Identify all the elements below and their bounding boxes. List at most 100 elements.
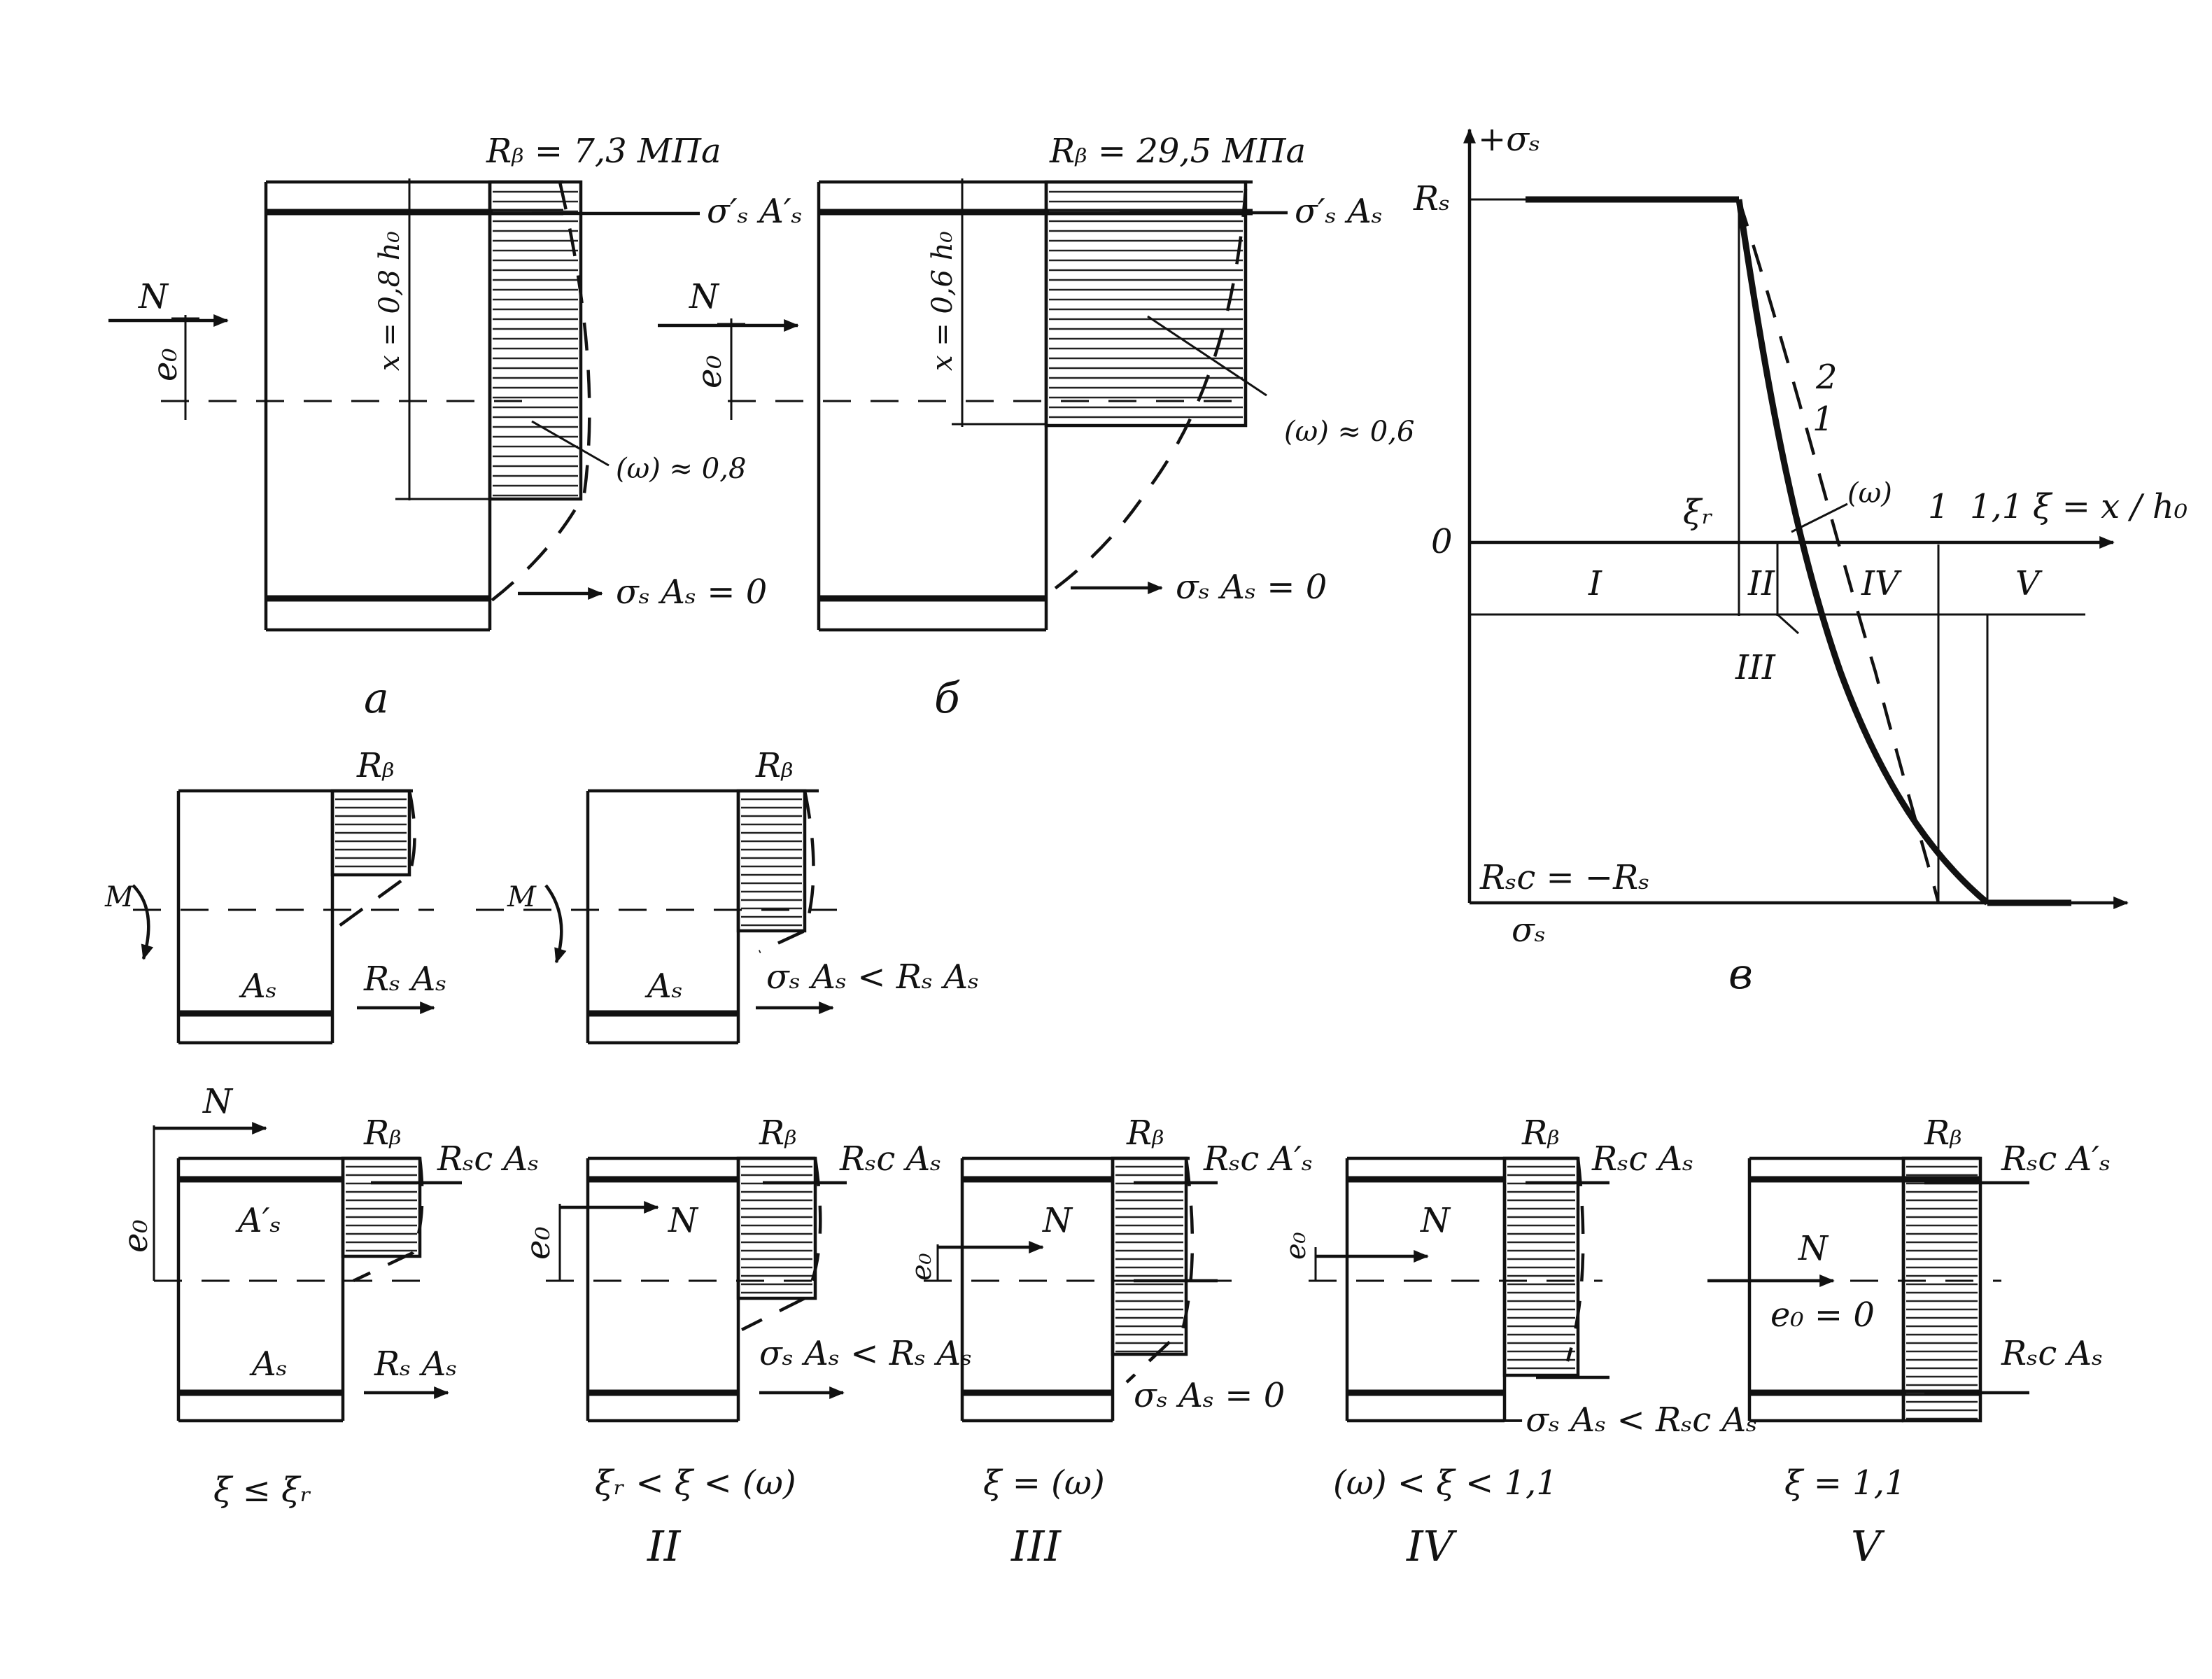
stress-block [493,190,578,497]
bottom-force-label: σₛ Aₛ = 0 [1134,1376,1285,1415]
x-axis-label: ξ = x / h₀ [2033,487,2188,526]
compression-force-label: σ′ₛ A′ₛ [707,192,803,231]
bottom-force-label: −σₛ Aₛ < Rₛc Aₛ [1498,1400,1757,1440]
case-2: N Rᵦ e₀ Rₛc Aₛ σₛ Aₛ < Rₛ Aₛ ξᵣ < ξ < (ω… [519,1114,972,1571]
zone-v-label: V [2015,564,2043,603]
e-label: e₀ [116,1219,155,1253]
zone-iii-label: III [1735,648,1776,687]
bottom-force-label: Rₛc Aₛ [2001,1334,2103,1373]
sigma-s-label: σₛ [1512,911,1546,950]
tension-force-label: σₛ Aₛ = 0 [616,572,767,612]
bending-case-1: M Rᵦ Aₛ Rₛ Aₛ [104,746,446,1045]
condition-label: ξ ≤ ξᵣ [213,1470,311,1510]
as-top-label: A′ₛ [235,1201,281,1240]
n-label: N [138,277,169,316]
force-label: σₛ Aₛ < Rₛ Aₛ [766,957,979,997]
condition-label: (ω) < ξ < 1,1 [1333,1463,1558,1503]
roman-label: V [1851,1522,1885,1571]
n-label: N [689,277,720,316]
n-label: N [1420,1201,1451,1240]
condition-label: ξᵣ < ξ < (ω) [595,1463,796,1503]
n-label: N [1798,1229,1829,1268]
e-label: e₀ [1280,1232,1312,1260]
top-force-label: Rₛc Aₛ [839,1139,941,1179]
as-label: Aₛ [644,967,683,1006]
xi-r-label: ξᵣ [1683,493,1713,532]
eccentricity-dimension [171,315,199,420]
curve-2-label: 2 [1815,358,1838,397]
height-label: x = 0,8 h₀ [374,231,406,371]
height-dimension [952,178,1046,427]
stress-block [741,798,802,927]
m-label: M [104,881,134,913]
as-label: Aₛ [239,967,277,1006]
omega-label: (ω) ≈ 0,6 [1284,416,1414,448]
panel-letter: б [934,674,960,723]
e-label: e₀ [519,1226,558,1260]
omega-label: (ω) ≈ 0,8 [616,453,746,485]
e-label: e₀ [906,1253,938,1281]
strength-label: Rᵦ = 29,5 МПа [1049,132,1306,171]
curve-1 [1735,199,1989,906]
zone-ii-label: II [1747,564,1775,603]
n-label: N [202,1082,234,1121]
case-5: N Rᵦ e₀ = 0 Rₛc A′ₛ Rₛc Aₛ ξ = 1,1 V [1707,1114,2111,1571]
stress-block [1507,1165,1575,1370]
panel-b: Rᵦ = 29,5 МПа σ′ₛ Aₛ N e₀ x = 0,6 h₀ (ω)… [658,132,1414,723]
stress-block [741,1165,812,1294]
omega-label: (ω) [1847,477,1892,510]
rsc-label: Rₛc = −Rₛ [1479,858,1649,897]
roman-label: III [1010,1522,1062,1571]
n-label: N [668,1201,699,1240]
tick-11-label: 1,1 [1970,487,2023,526]
compression-force-label: σ′ₛ Aₛ [1295,192,1383,231]
tension-force-label: σₛ Aₛ = 0 [1176,568,1327,607]
case-3: N Rᵦ e₀ Rₛc A′ₛ σₛ Aₛ = 0 ξ = (ω) III [906,1114,1313,1571]
e-label: e₀ = 0 [1770,1295,1875,1335]
bottom-force-label: σₛ Aₛ < Rₛ Aₛ [759,1334,972,1373]
tick-1-label: 1 [1928,487,1950,526]
case-1: N Rᵦ e₀ Rₛc Aₛ A′ₛ Aₛ Rₛ Aₛ ξ ≤ ξᵣ [116,1082,539,1510]
condition-label: ξ = (ω) [983,1463,1105,1503]
condition-label: ξ = 1,1 [1784,1463,1906,1503]
top-force-label: Rₛc Aₛ [437,1139,539,1179]
rb-label: Rᵦ [356,746,395,785]
roman-label: II [647,1522,682,1571]
curve-2 [1737,199,1940,904]
curve-1-label: 1 [1812,400,1834,439]
case-4: N Rᵦ e₀ Rₛc Aₛ −σₛ Aₛ < Rₛc Aₛ (ω) < ξ <… [1280,1114,1757,1571]
force-label: Rₛ Aₛ [363,960,446,999]
rb-label: Rᵦ [1126,1114,1164,1153]
strength-label: Rᵦ = 7,3 МПа [486,132,721,171]
panel-letter: а [364,674,389,723]
as-label: Aₛ [249,1344,288,1384]
bottom-force-label: Rₛ Aₛ [374,1344,457,1384]
stress-block [335,798,407,868]
rb-label: Rᵦ [1521,1114,1560,1153]
panel-v: +σₛ Rₛ 0 ξᵣ (ω) 1 1,1 ξ = x / h₀ I II II… [1413,120,2188,999]
panel-letter: в [1728,950,1753,999]
stress-block [1906,1165,1978,1420]
rb-label: Rᵦ [363,1114,402,1153]
top-force-label: Rₛc A′ₛ [2001,1139,2111,1179]
y-axis-label: +σₛ [1478,120,1540,159]
n-label: N [1042,1201,1073,1240]
bending-case-2: M Rᵦ Aₛ σₛ Aₛ < Rₛ Aₛ [476,746,979,1045]
m-label: M [507,881,537,913]
stress-curve [1045,188,1248,596]
top-force-label: Rₛc A′ₛ [1203,1139,1313,1179]
e0-label: e₀ [690,355,729,388]
zone-i-label: I [1588,564,1602,603]
rs-label: Rₛ [1413,179,1450,218]
zero-label: 0 [1431,522,1453,561]
stress-block [1115,1165,1183,1353]
section-outline [817,180,1253,632]
height-label: x = 0,6 h₀ [927,231,959,371]
section-outline [264,180,563,632]
rb-label: Rᵦ [755,746,794,785]
stress-block [346,1165,417,1252]
zone-iv-label: IV [1861,564,1902,603]
stress-curve [488,181,591,603]
roman-label: IV [1406,1522,1458,1571]
e0-label: e₀ [146,348,185,381]
